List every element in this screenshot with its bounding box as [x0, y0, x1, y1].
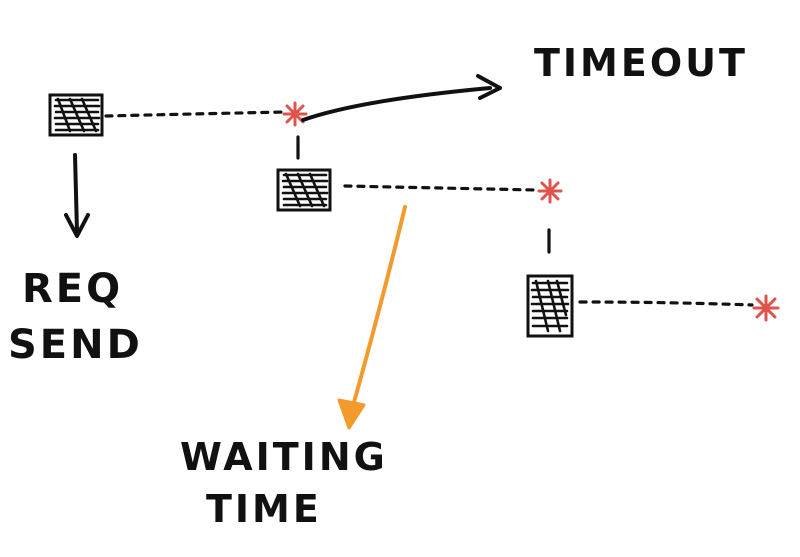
waiting-time-label-line1: WAITING	[180, 435, 388, 479]
req-send-label-line1: REQ	[22, 266, 123, 312]
timeout-star-2	[537, 178, 563, 204]
wait-line-3	[578, 300, 754, 307]
timeout-star-1	[282, 101, 308, 127]
timeout-arrow	[301, 74, 502, 122]
wait-line-2	[343, 184, 538, 192]
waiting-time-label-line2: TIME	[206, 487, 322, 531]
request-box-2	[276, 168, 332, 212]
waiting-time-arrow	[337, 205, 407, 430]
req-send-arrow	[64, 153, 90, 238]
timeout-star-3	[752, 294, 780, 322]
req-send-label-line2: SEND	[8, 322, 143, 368]
wait-line-1	[104, 110, 287, 118]
request-box-1	[48, 93, 104, 137]
request-box-3	[526, 274, 574, 338]
timeout-label: TIMEOUT	[534, 41, 748, 85]
